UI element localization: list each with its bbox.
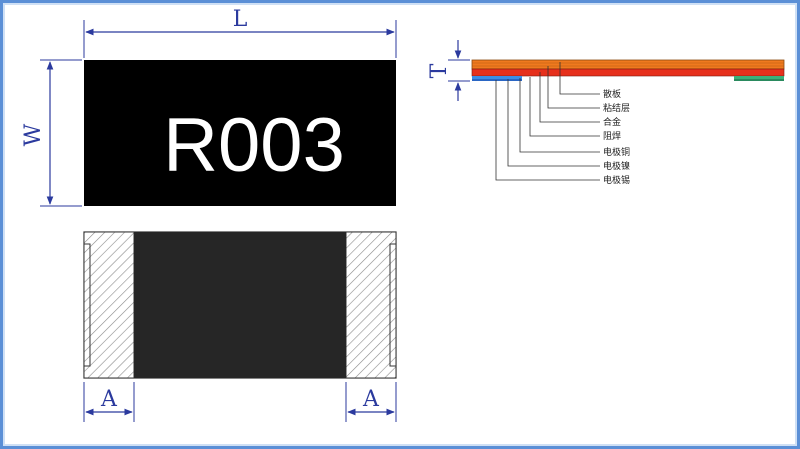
layer-label-3: 合金 [603, 116, 621, 128]
electrode-left [472, 76, 522, 79]
layer-label-4: 阻焊 [603, 130, 621, 142]
bottom-view: A A [83, 231, 397, 422]
layer-label-7: 电极锡 [603, 174, 630, 186]
layer-alloy [471, 68, 785, 77]
length-label: L [233, 7, 248, 32]
terminal-dimension-right: A [345, 382, 397, 422]
left-terminal [83, 231, 135, 379]
chip-marking: R003 [163, 103, 345, 188]
thickness-dimension: T [427, 40, 470, 101]
thickness-label: T [427, 63, 452, 78]
length-dimension: L [83, 7, 397, 58]
layer-label-5: 电极铜 [603, 146, 630, 158]
terminal-dimension-left: A [83, 382, 135, 422]
resistive-element [134, 232, 346, 378]
right-terminal [345, 231, 397, 379]
layer-label-6: 电极镍 [603, 160, 630, 172]
terminal-label-left: A [100, 387, 118, 412]
terminal-label-right: A [362, 387, 380, 412]
top-view: R003 L W [21, 7, 397, 207]
layer-leader-lines [495, 62, 600, 181]
layer-substrate [471, 59, 785, 70]
layer-label-1: 散板 [603, 88, 621, 100]
width-label: W [21, 123, 46, 146]
chip-body [84, 60, 396, 206]
cross-section: T 散板 粘结层 合金 阻焊 电极铜 电极镍 电极锡 [427, 40, 785, 186]
width-dimension: W [21, 59, 82, 207]
electrode-right [734, 76, 784, 79]
layer-label-2: 粘结层 [603, 102, 630, 114]
